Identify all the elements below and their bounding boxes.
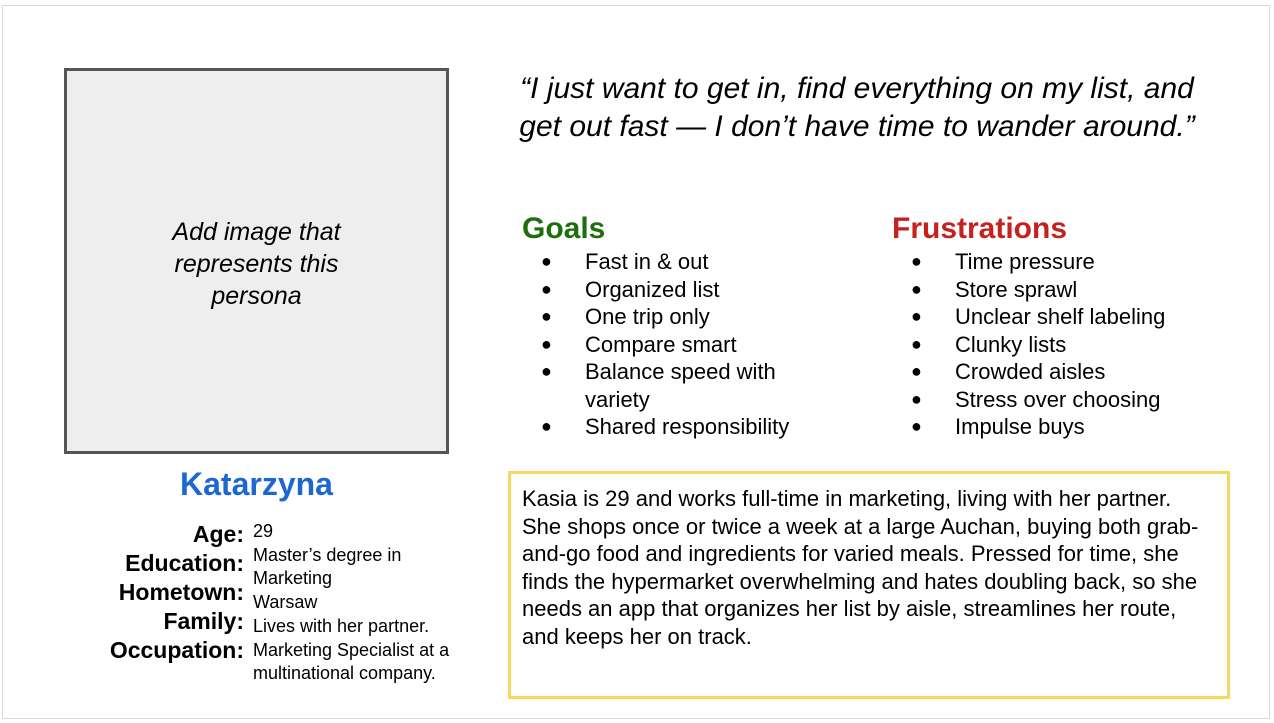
persona-slide	[2, 5, 1270, 719]
frustration-text: Clunky lists	[955, 331, 1067, 357]
bullet-icon: ●	[911, 388, 922, 409]
bullet-icon: ●	[541, 361, 552, 381]
frustration-text: Crowded aisles	[955, 359, 1106, 384]
persona-image-placeholder[interactable]: Add image that represents this persona	[64, 68, 449, 454]
frustration-item: ● Impulse buys	[911, 413, 1235, 441]
frustration-item: ● Clunky lists	[911, 331, 1235, 359]
bullet-icon: ●	[911, 416, 922, 436]
hometown-value: Warsaw	[253, 592, 318, 612]
frustration-text: Time pressure	[955, 249, 1095, 274]
goal-text: Compare smart	[585, 331, 737, 357]
bullet-icon: ●	[911, 251, 922, 271]
goal-text: Balance speed with variety	[585, 359, 776, 412]
frustrations-list: ● Time pressure ● Store sprawl ● Unclear sh…	[911, 248, 1235, 441]
family-value: Lives with her partner.	[253, 616, 430, 636]
bullet-icon: ●	[911, 306, 922, 326]
bullet-icon: ●	[911, 333, 922, 354]
age-value: 29	[253, 521, 274, 541]
frustration-item: ● Store sprawl	[911, 276, 1235, 304]
occupation-value: Marketing Specialist at a multinational …	[253, 640, 450, 683]
frustration-text: Store sprawl	[955, 276, 1078, 302]
goal-item: ● One trip only	[541, 303, 845, 331]
persona-bio-box[interactable]: Kasia is 29 and works full-time in marke…	[508, 471, 1230, 699]
persona-quote: “I just want to get in, find everything …	[519, 72, 1195, 143]
education-value: Master’s degree in Marketing	[253, 545, 402, 588]
frustration-item: ● Crowded aisles	[911, 358, 1235, 386]
bullet-icon: ●	[911, 278, 922, 299]
goal-text: Organized list	[585, 276, 720, 302]
bullet-icon: ●	[541, 333, 552, 354]
persona-bio-text: Kasia is 29 and works full-time in marke…	[522, 486, 1199, 649]
goal-item: ● Compare smart	[541, 331, 845, 359]
goal-text: One trip only	[585, 304, 710, 329]
occupation-label: Occupation:	[109, 637, 244, 663]
goals-list: ● Fast in & out ● Organized list ● One trip…	[541, 248, 845, 441]
goal-item: ● Fast in & out	[541, 248, 845, 276]
persona-name: Katarzyna	[180, 466, 333, 502]
frustrations-heading: Frustrations	[892, 212, 1068, 245]
frustration-text: Unclear shelf labeling	[955, 304, 1166, 329]
frustration-text: Impulse buys	[955, 414, 1085, 439]
goal-item: ● Organized list	[541, 276, 845, 304]
goals-heading: Goals	[522, 212, 606, 245]
age-label: Age:	[192, 521, 244, 547]
goal-text: Fast in & out	[585, 249, 709, 274]
hometown-label: Hometown:	[118, 579, 244, 605]
bullet-icon: ●	[541, 251, 552, 271]
bullet-icon: ●	[541, 416, 552, 436]
bullet-icon: ●	[541, 278, 552, 299]
frustration-text: Stress over choosing	[955, 386, 1161, 412]
frustration-item: ● Stress over choosing	[911, 386, 1235, 414]
bullet-icon: ●	[911, 361, 922, 381]
goal-text: Shared responsibility	[585, 414, 790, 439]
goal-item: ● Balance speed with variety	[541, 358, 845, 413]
goal-item: ● Shared responsibility	[541, 413, 845, 441]
image-placeholder-text: Add image that represents this persona	[172, 218, 341, 310]
frustration-item: ● Time pressure	[911, 248, 1235, 276]
family-label: Family:	[163, 608, 244, 634]
frustration-item: ● Unclear shelf labeling	[911, 303, 1235, 331]
bullet-icon: ●	[541, 306, 552, 326]
education-label: Education:	[125, 550, 244, 576]
